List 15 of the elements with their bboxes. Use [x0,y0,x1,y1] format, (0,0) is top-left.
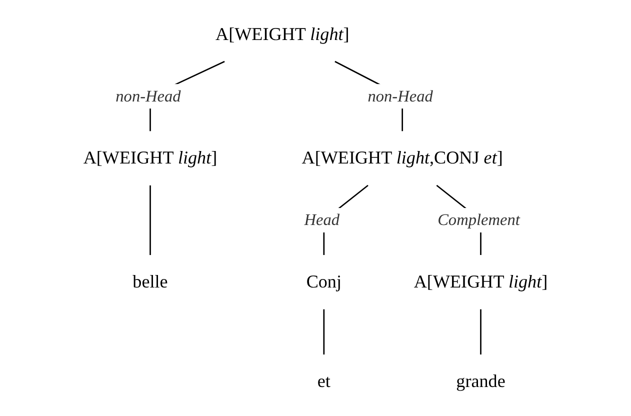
edge-label: Complement [438,210,520,229]
node-text: A[WEIGHT light] [216,24,350,44]
edge-label: non-Head [116,86,181,105]
connector [480,309,482,354]
node-text: belle [132,272,168,292]
node-text: A[WEIGHT light] [83,148,218,168]
node-text: grande [456,372,506,392]
connector [323,309,325,354]
node-text: et [317,372,330,392]
edge-label: non-Head [368,86,433,105]
node-text: A[WEIGHT light,CONJ et] [302,148,503,168]
connector [150,185,151,256]
edge-label: Head [304,210,340,229]
node-text: Conj [306,272,342,292]
node-text: A[WEIGHT light] [414,272,548,292]
